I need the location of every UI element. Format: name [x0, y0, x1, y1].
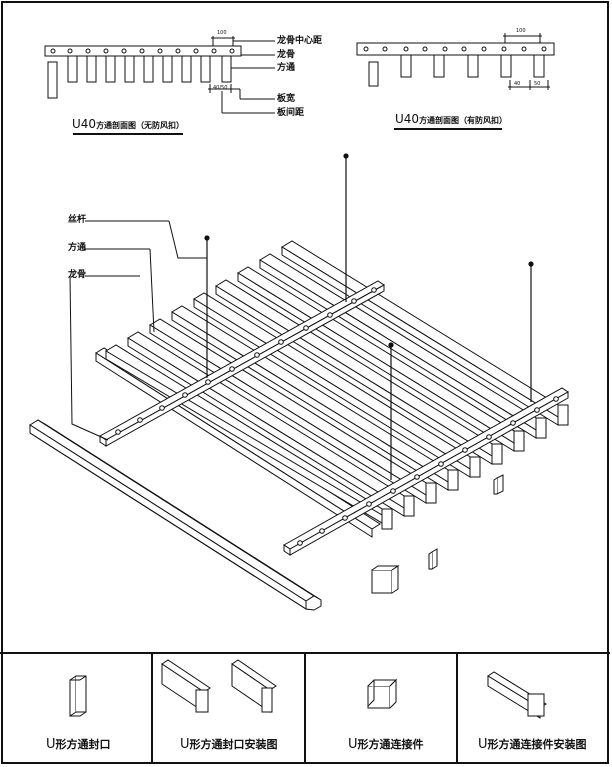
right-section-tubes — [368, 54, 545, 87]
keel-back-holes — [115, 287, 377, 435]
right-section-keel — [356, 42, 555, 56]
keel-front — [283, 387, 569, 556]
left-callout-board-width: 板宽 — [277, 94, 296, 104]
left-callout-tube: 方通 — [277, 63, 296, 73]
loose-connectors — [371, 474, 504, 594]
panel-caption-u-cap: U形方通封口 — [46, 737, 111, 752]
threaded-rods — [204, 153, 534, 480]
bottom-panel-top-border — [0, 652, 610, 654]
right-dim-bottom-a: 40 — [514, 81, 521, 87]
panel-caption-u-connector: U形方通连接件 — [348, 737, 424, 752]
keel-back — [99, 280, 385, 447]
keel-front-holes — [297, 396, 559, 546]
bottom-panel-graphics — [69, 659, 547, 719]
right-title-underline — [394, 128, 502, 130]
left-dim-top: 100 — [217, 30, 227, 36]
tube-end-faces — [381, 404, 569, 530]
panel-caption-u-connector-install: U形方通连接件安装图 — [478, 737, 587, 752]
left-section-title: U40方通剖面图（无防风扣） — [72, 117, 185, 131]
u-channel-long — [29, 419, 322, 611]
left-callout-board-gap: 板间距 — [277, 108, 305, 118]
callout-rod: 丝杆 — [68, 215, 87, 225]
square-tubes — [105, 240, 569, 524]
panel-divider-3 — [456, 654, 458, 764]
isometric-assembly — [29, 153, 569, 611]
right-section-title: U40方通剖面图（有防风扣） — [395, 112, 508, 126]
main-leaders — [69, 220, 207, 441]
panel-divider-2 — [304, 654, 306, 764]
left-section-tubes — [47, 55, 232, 99]
left-callout-keel-spacing: 龙骨中心距 — [277, 36, 323, 46]
left-section-keel — [44, 45, 242, 57]
right-dim-top: 100 — [516, 28, 526, 34]
u-connector-icon — [367, 678, 398, 709]
u-connector-install-icon — [487, 671, 547, 719]
left-dim-bottom: 40/50 — [213, 85, 228, 91]
left-callout-keel: 龙骨 — [277, 50, 296, 60]
right-dim-bottom-b: 50 — [534, 81, 541, 87]
callout-square-tube: 方通 — [68, 243, 87, 253]
u-cap-install-icon — [161, 659, 277, 713]
left-title-underline — [73, 133, 183, 135]
panel-divider-1 — [151, 654, 153, 764]
right-keel-holes — [363, 46, 547, 52]
callout-keel: 龙骨 — [68, 270, 87, 280]
u-cap-icon — [69, 675, 87, 717]
panel-caption-u-cap-install: U形方通封口安装图 — [180, 737, 278, 752]
left-keel-holes — [50, 48, 235, 54]
